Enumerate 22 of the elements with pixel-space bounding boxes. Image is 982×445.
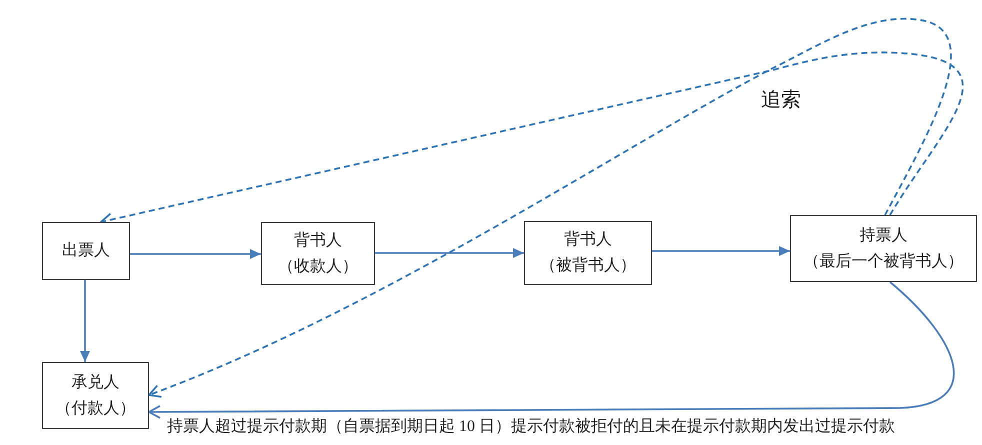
node-title: 承兑人 bbox=[72, 372, 120, 392]
node-title: 出票人 bbox=[62, 241, 110, 261]
node-title: 持票人 bbox=[860, 226, 908, 246]
process-box bbox=[261, 222, 375, 285]
process-box bbox=[42, 362, 149, 429]
arrow bbox=[80, 280, 90, 362]
arrow bbox=[148, 281, 954, 419]
node-subtitle: （收款人） bbox=[278, 256, 358, 276]
node-title: 背书人 bbox=[294, 230, 342, 250]
process-box bbox=[790, 215, 977, 282]
arrow bbox=[375, 248, 524, 258]
dashed-arrow bbox=[148, 18, 952, 398]
process-box bbox=[524, 221, 652, 285]
process-box bbox=[42, 222, 130, 280]
edge-label: 持票人超过提示付款期（自票据到期日起 10 日）提示付款被拒付的且未在提示付款期内发出过提示付款 bbox=[166, 417, 896, 437]
node-subtitle: （被背书人） bbox=[540, 256, 636, 276]
arrow bbox=[652, 246, 790, 256]
node-title: 背书人 bbox=[564, 230, 612, 250]
arrow bbox=[130, 249, 261, 259]
edge-label: 追索 bbox=[760, 88, 802, 112]
node-subtitle: （最后一个被背书人） bbox=[804, 252, 964, 272]
node-subtitle: （付款人） bbox=[56, 398, 136, 418]
